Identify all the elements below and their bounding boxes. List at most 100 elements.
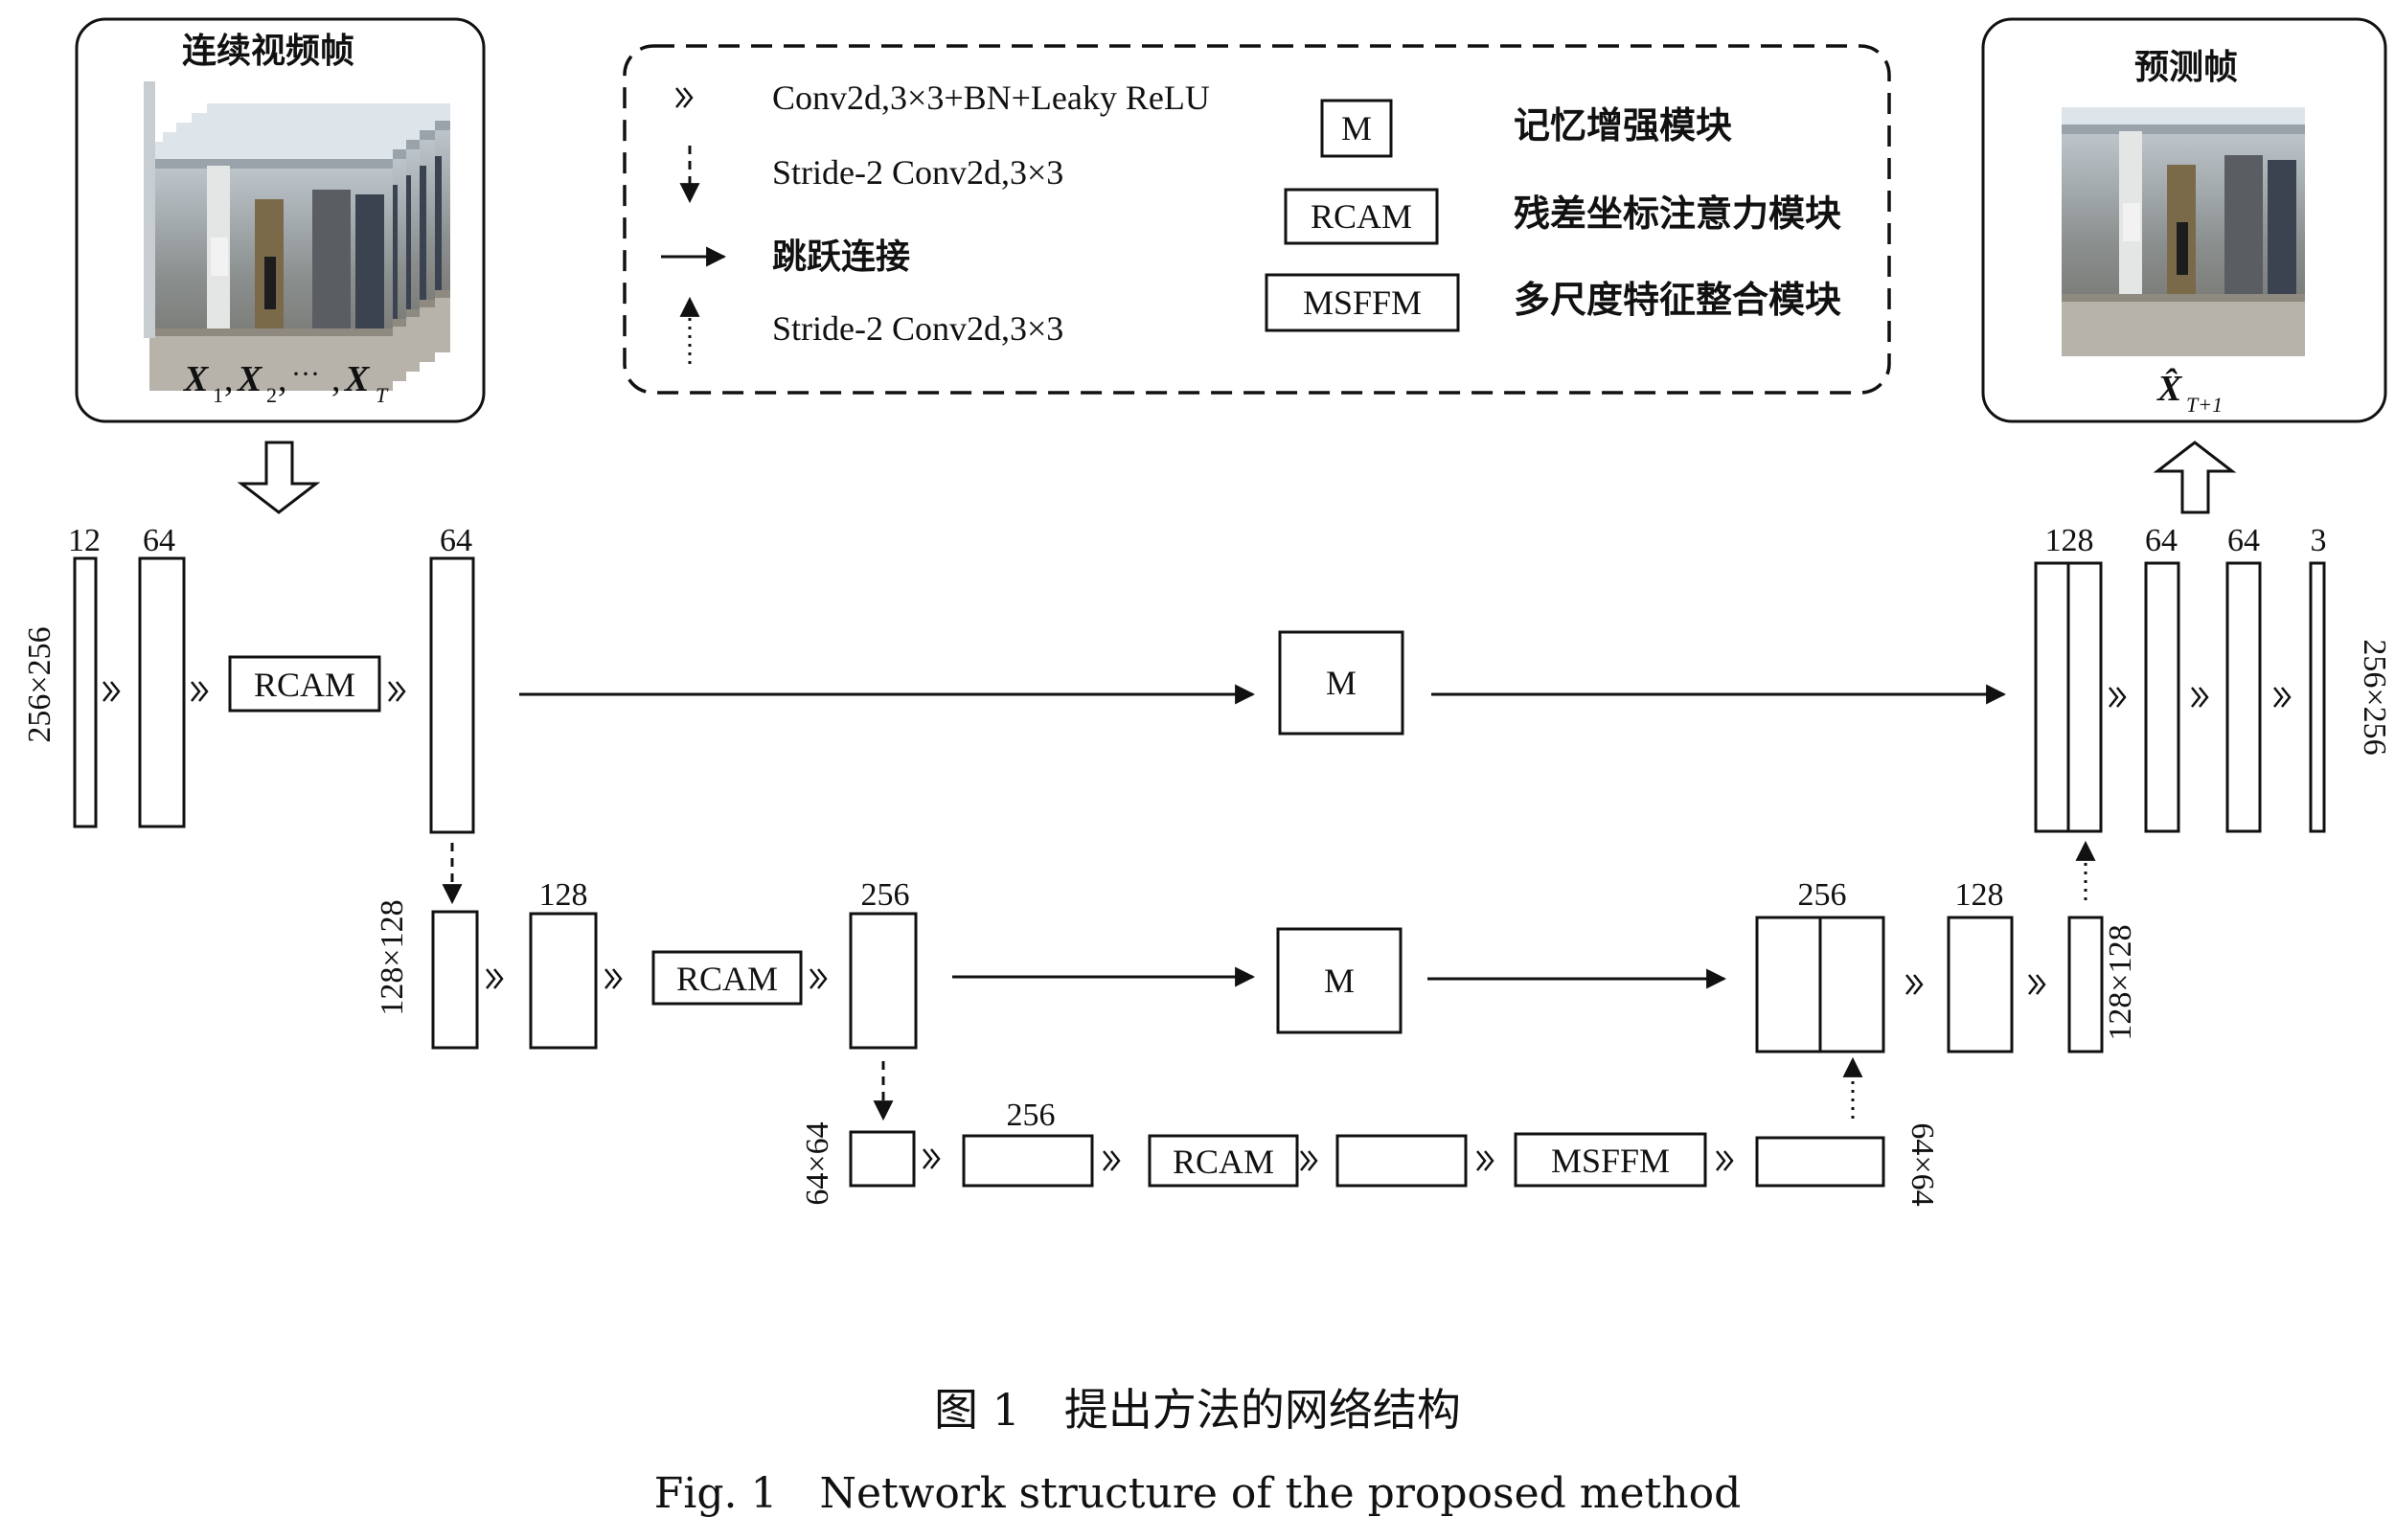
feature-block-128a-right [2066,561,2103,833]
caption-en: Fig. 1 Network structure of the proposed… [654,1469,1742,1518]
channel-label-256a: 256 [861,877,910,913]
level1-decoder: 128 64 64 3 256×256 [2034,523,2392,833]
level1-encoder: 256×256 12 64 RCAM 64 [22,523,475,834]
legend-m-box [1320,99,1393,158]
feature-block-l3-a [849,1130,916,1188]
input-panel: 连续视频帧 X 1 , X 2 , ··· , X T [75,17,486,423]
svg-text:2: 2 [266,383,277,407]
output-up-arrow [2153,441,2237,514]
legend-stride-text: Stride-2 Conv2d,3×3 [772,153,1063,192]
rcam-block-3 [1148,1134,1299,1188]
conv-chevron-icon [922,1147,941,1170]
svg-text:,: , [331,359,341,399]
svg-text:M: M [1326,664,1357,702]
conv-chevron-icon [102,680,121,703]
channel-label-128c: 128 [1955,877,2004,913]
predicted-frame [2062,107,2305,356]
feature-block-64b [429,556,475,834]
feature-block-3 [2309,561,2326,833]
res-label-bot-left: 64×64 [800,1121,835,1205]
channel-label-256b: 256 [1798,877,1847,913]
feature-block-256d [1335,1134,1468,1188]
feature-block-128a-left [2034,561,2070,833]
legend-conv-text: Conv2d,3×3+BN+Leaky ReLU [772,79,1210,117]
feature-block-64a [138,556,186,828]
channel-label-64d: 64 [2227,523,2260,558]
svg-text:RCAM: RCAM [1173,1143,1274,1181]
legend-stride-up-text: Stride-2 Conv2d,3×3 [772,309,1063,348]
feature-block-128b [529,912,598,1050]
output-panel: 预测帧 X̂ T+1 [1981,17,2387,423]
conv-chevron-icon [387,680,406,703]
feature-block-256a [849,912,918,1050]
channel-label-256c: 256 [1007,1098,1056,1133]
rcam-block-2 [651,950,803,1006]
input-frames-label: X 1 , X 2 , ··· , X T [183,358,389,407]
feature-block-256c [962,1134,1094,1188]
svg-text:,: , [224,359,234,399]
rcam-block-1 [228,655,381,713]
channel-label-64c: 64 [2145,523,2178,558]
feature-block-l2-out [2067,916,2104,1053]
svg-text:X: X [183,359,210,399]
legend-rcam-desc: 残差坐标注意力模块 [1514,192,1841,235]
legend-conv-chevron-icon [674,86,694,109]
output-panel-title: 预测帧 [2134,48,2238,87]
conv-chevron-icon [1715,1149,1734,1172]
svg-text:X: X [237,359,263,399]
svg-text:M: M [1324,962,1355,1000]
svg-text:M: M [1341,109,1372,147]
level3-bottleneck: 64×64 256 RCAM MSFFM 64×64 [800,1098,1940,1207]
svg-text:,: , [278,359,287,399]
conv-chevron-icon [809,967,828,990]
legend: Conv2d,3×3+BN+Leaky ReLU Stride-2 Conv2d… [623,44,1891,395]
level2-encoder: 128×128 128 RCAM 256 [375,877,918,1050]
svg-text:MSFFM: MSFFM [1551,1142,1670,1180]
svg-text:···: ··· [291,358,320,390]
feature-block-64d [2225,561,2262,833]
conv-chevron-icon [604,967,623,990]
output-frame-label: X̂ [2156,369,2183,409]
svg-text:1: 1 [213,383,223,407]
svg-text:RCAM: RCAM [1311,197,1412,236]
res-label-bot-right: 64×64 [1905,1122,1940,1206]
input-panel-title: 连续视频帧 [182,32,354,71]
legend-rcam-box [1284,188,1439,245]
svg-text:T: T [376,383,389,407]
feature-block-128c [1947,916,2014,1053]
res-label-mid-left: 128×128 [375,899,410,1015]
channel-label-128b: 128 [539,877,588,913]
input-down-arrow [237,441,321,514]
channel-label-64a: 64 [143,523,175,558]
memory-block-1 [1278,630,1404,736]
feature-block-256b-right [1818,916,1885,1053]
svg-text:X: X [344,359,371,399]
feature-block-256b-left [1755,916,1822,1053]
feature-block-l3-out [1755,1136,1885,1188]
svg-text:T+1: T+1 [2186,393,2223,417]
legend-skip-text: 跳跃连接 [772,238,910,277]
conv-chevron-icon [1102,1149,1121,1172]
conv-chevron-icon [2108,686,2127,709]
video-frames-stack [144,81,450,391]
svg-text:MSFFM: MSFFM [1303,283,1422,322]
channel-label-12: 12 [68,523,101,558]
memory-block-2 [1276,927,1403,1034]
conv-chevron-icon [1299,1149,1318,1172]
channel-label-3: 3 [2311,523,2327,558]
conv-chevron-icon [2272,686,2292,709]
caption-cn: 图 1 提出方法的网络结构 [934,1384,1461,1436]
feature-block-64c [2144,561,2180,833]
conv-chevron-icon [1905,973,1924,996]
legend-msffm-desc: 多尺度特征整合模块 [1514,279,1841,321]
res-label-mid-right: 128×128 [2103,924,2138,1040]
msffm-block [1514,1132,1707,1188]
conv-chevron-icon [2190,686,2209,709]
channel-label-128a: 128 [2045,523,2094,558]
svg-text:RCAM: RCAM [254,666,355,704]
channel-label-64b: 64 [440,523,472,558]
feature-block-l2-a [431,910,479,1050]
svg-text:RCAM: RCAM [676,960,778,998]
